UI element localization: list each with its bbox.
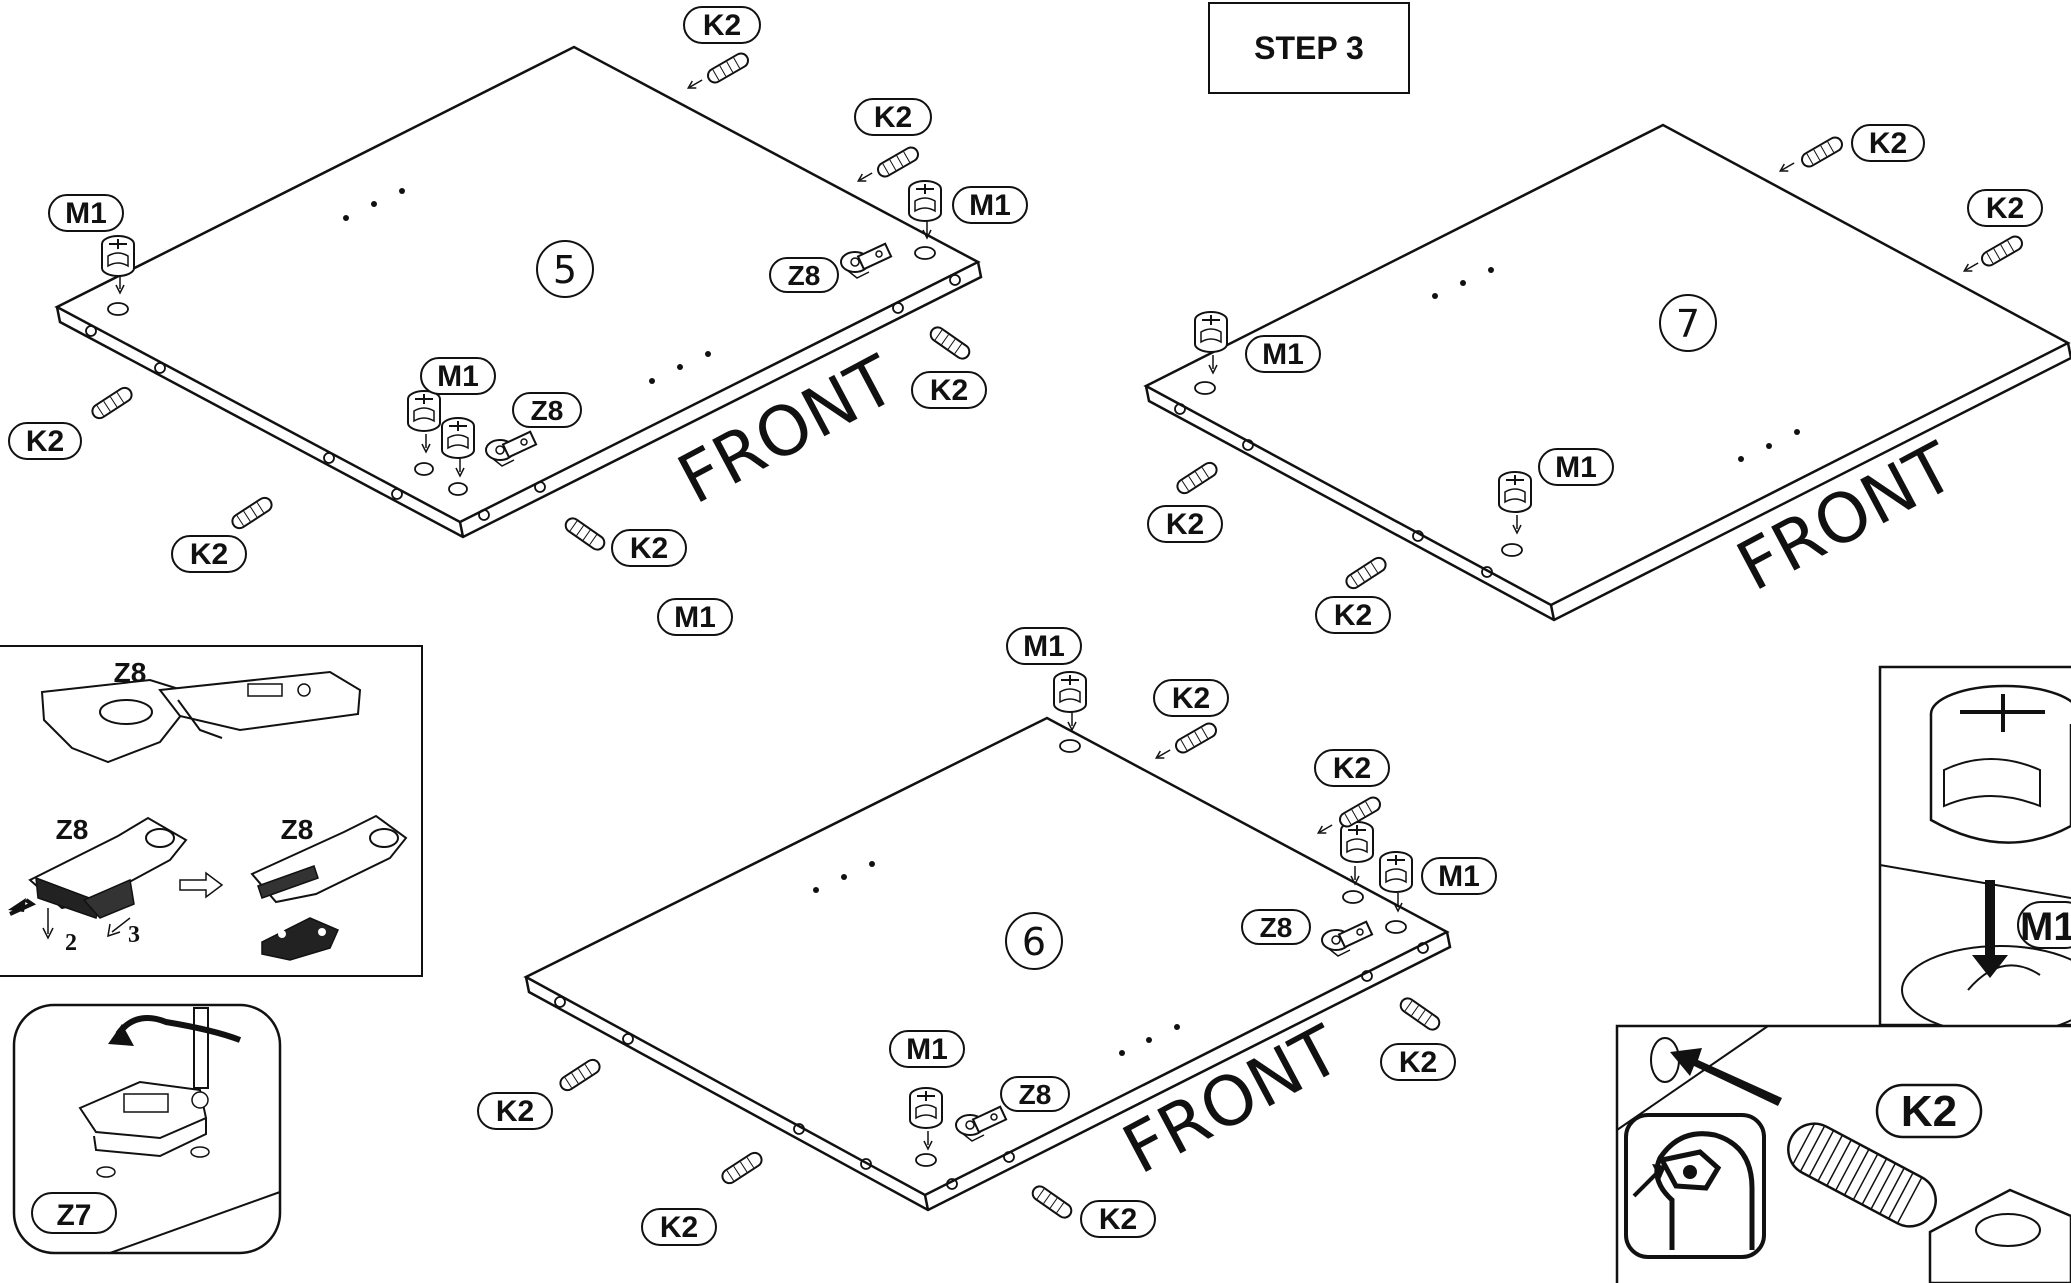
panel-7-number: 7: [1676, 302, 1700, 346]
svg-text:M1: M1: [437, 360, 479, 393]
panel-6-number: 6: [1022, 920, 1046, 964]
k2-label: K2: [1380, 1043, 1456, 1081]
k2-label: K2: [477, 1092, 553, 1130]
k2-label: K2: [1080, 1200, 1156, 1238]
step-title-box: STEP 3: [1208, 2, 1410, 94]
detail-k2-insert: K2: [1615, 1024, 2071, 1283]
svg-text:K2: K2: [874, 101, 912, 134]
step-title: STEP 3: [1254, 30, 1364, 66]
inset-z8-step-2: 2: [65, 930, 77, 956]
m1-label: M1: [1245, 335, 1321, 373]
z8-label: Z8: [512, 392, 582, 428]
k2-label: K2: [1153, 679, 1229, 717]
svg-text:Z8: Z8: [531, 395, 564, 426]
k2-label: K2: [641, 1208, 717, 1246]
inset-z7-label: Z7: [56, 1199, 91, 1232]
svg-text:K2: K2: [496, 1095, 534, 1128]
svg-text:K2: K2: [660, 1211, 698, 1244]
k2-label: K2: [1967, 189, 2043, 227]
svg-text:K2: K2: [703, 9, 741, 42]
k2-label: K2: [911, 371, 987, 409]
safety-goggles-icon: [1624, 1113, 1766, 1259]
inset-z7-plate: Z7: [12, 1003, 282, 1255]
svg-text:K2: K2: [630, 532, 668, 565]
m1-label: M1: [657, 598, 733, 636]
part-labels: K2 K2 K2 K2 K2 K2 K2 K2 K2 K2 K2 K2 K2 K…: [8, 6, 2043, 1246]
svg-text:K2: K2: [1334, 599, 1372, 632]
inset-z8-label: Z8: [281, 814, 314, 845]
m1-label: M1: [1006, 627, 1082, 665]
panel-5: 5 FRONT: [54, 45, 983, 554]
detail-k2-label: K2: [1901, 1087, 1957, 1136]
k2-label: K2: [1147, 505, 1223, 543]
svg-text:M1: M1: [969, 189, 1011, 222]
k2-label: K2: [8, 422, 82, 460]
svg-text:K2: K2: [190, 538, 228, 571]
z8-label: Z8: [1000, 1076, 1070, 1112]
svg-text:K2: K2: [1986, 192, 2024, 225]
svg-text:K2: K2: [1172, 682, 1210, 715]
svg-text:M1: M1: [1555, 451, 1597, 484]
svg-text:K2: K2: [1333, 752, 1371, 785]
svg-text:K2: K2: [930, 374, 968, 407]
svg-text:K2: K2: [26, 425, 64, 458]
k2-label: K2: [611, 529, 687, 567]
svg-text:M1: M1: [1023, 630, 1065, 663]
inset-z8-step-3: 3: [128, 922, 140, 948]
z8-label: Z8: [769, 257, 839, 293]
k2-label: K2: [683, 6, 761, 44]
detail-m1-insert: M1: [1878, 665, 2071, 1035]
k2-label: K2: [1315, 596, 1391, 634]
svg-text:Z8: Z8: [788, 260, 821, 291]
svg-text:Z8: Z8: [1260, 912, 1293, 943]
svg-text:K2: K2: [1099, 1203, 1137, 1236]
svg-text:K2: K2: [1166, 508, 1204, 541]
svg-text:M1: M1: [674, 601, 716, 634]
svg-text:M1: M1: [1438, 860, 1480, 893]
m1-label: M1: [48, 194, 124, 232]
svg-text:M1: M1: [1262, 338, 1304, 371]
svg-text:K2: K2: [1399, 1046, 1437, 1079]
m1-label: M1: [952, 186, 1028, 224]
panel-6: 6 FRONT: [523, 671, 1452, 1222]
svg-text:M1: M1: [906, 1033, 948, 1066]
k2-label: K2: [1851, 124, 1925, 162]
k2-label: K2: [1314, 749, 1390, 787]
svg-text:K2: K2: [1869, 127, 1907, 160]
m1-label: M1: [420, 357, 496, 395]
m1-label: M1: [1421, 857, 1497, 895]
k2-label: K2: [854, 98, 932, 136]
inset-z8-label: Z8: [56, 814, 89, 845]
svg-text:Z8: Z8: [1019, 1079, 1052, 1110]
panel-5-number: 5: [553, 248, 577, 292]
m1-label: M1: [889, 1030, 965, 1068]
k2-label: K2: [171, 535, 247, 573]
svg-text:M1: M1: [65, 197, 107, 230]
detail-m1-label: M1: [2020, 905, 2071, 949]
inset-z8-hinge: Z8 Z8 2 3 Z8: [0, 645, 423, 977]
z8-label: Z8: [1241, 909, 1311, 945]
m1-label: M1: [1538, 448, 1614, 486]
